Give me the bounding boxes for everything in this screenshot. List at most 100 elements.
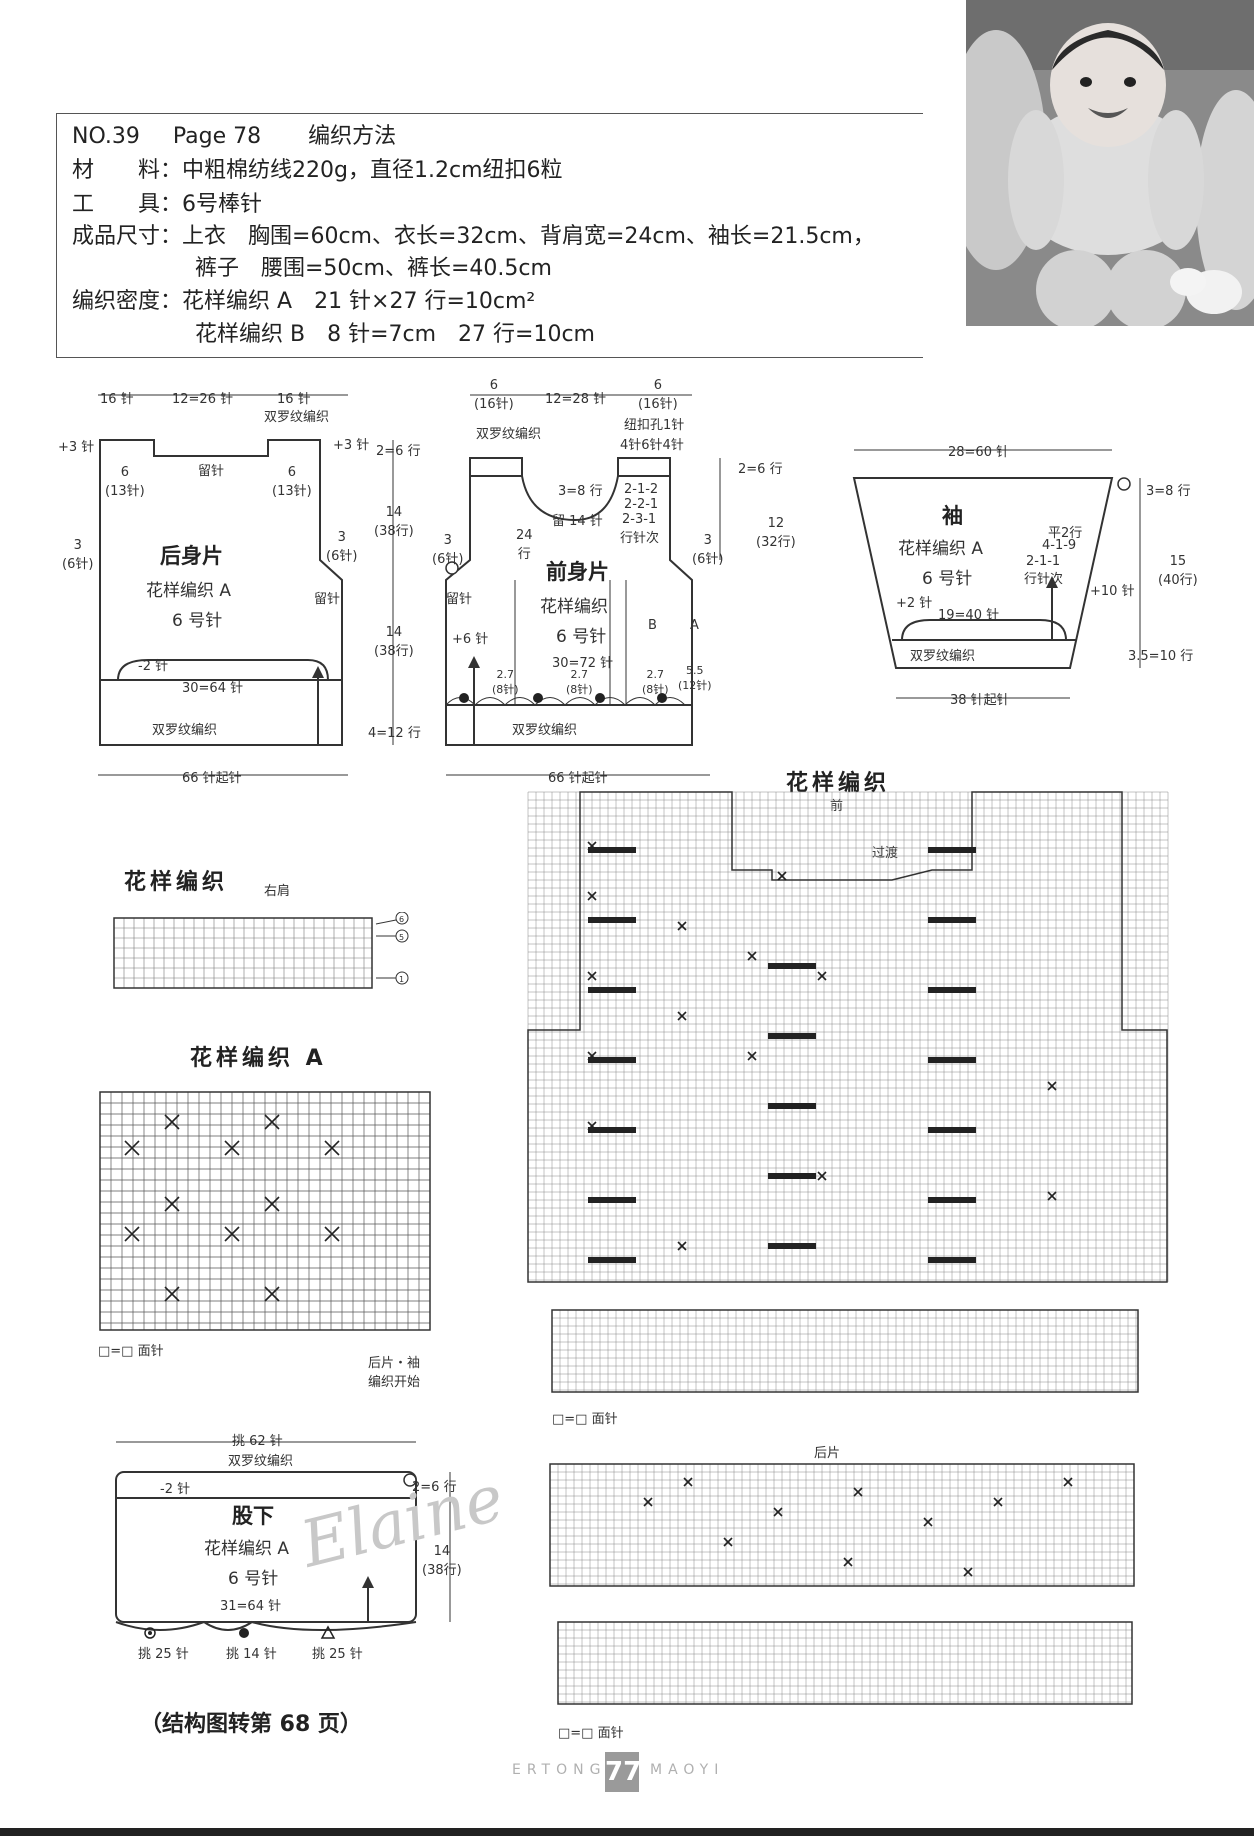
cable-symbol	[588, 1127, 636, 1133]
front-two-six: 2=6 行	[738, 462, 783, 477]
sleeve-top: 28=60 针	[948, 445, 1010, 460]
page-number: 77	[605, 1752, 641, 1792]
cross-stitch-symbol	[747, 1051, 757, 1061]
pattern-a-chart-title: 花样编织 A	[190, 1046, 327, 1071]
sleeve-dec2: 2-1-1	[1026, 554, 1061, 569]
main-rib-chart	[551, 1309, 1139, 1393]
back-title: 后身片	[160, 544, 223, 568]
cable-symbol	[928, 987, 976, 993]
header-title-line: NO.39 Page 78 编织方法	[72, 118, 396, 150]
back-rib-bottom: 双罗纹编织	[152, 723, 218, 738]
back-hold-top: 留针	[198, 464, 225, 479]
back-height-14b: 14 (38行)	[374, 625, 414, 659]
cable-symbol	[588, 987, 636, 993]
size-line: 成品尺寸：上衣 胸围=60cm、衣长=32cm、背肩宽=24cm、袖长=21.5…	[72, 218, 875, 250]
cable-symbol	[768, 1173, 816, 1179]
front-p1: 2.7 (8针)	[492, 668, 519, 696]
front-dec2: 2-2-1	[624, 497, 659, 512]
back-plus3-right: +3 针	[333, 438, 370, 453]
front-needle: 6 号针	[556, 627, 607, 647]
front-h24: 24 行	[516, 528, 533, 562]
header-box	[56, 113, 923, 358]
front-rib-top: 双罗纹编织	[476, 427, 542, 442]
back-chart-label: 后片	[814, 1446, 841, 1461]
cable-symbol	[588, 1197, 636, 1203]
crotch-width31: 31=64 针	[220, 1599, 282, 1614]
cross-stitch-symbol	[587, 971, 597, 981]
size-pants-value: 裤子 腰围=50cm、裤长=40.5cm	[195, 256, 552, 281]
crotch-pattern: 花样编织 A	[204, 1539, 290, 1559]
tools-line: 工 具：6号棒针	[72, 186, 262, 218]
sleeve-flat2: 平2行	[1048, 526, 1083, 541]
back-piece-diagram	[98, 394, 394, 776]
front-top-mid: 12=28 针	[545, 392, 607, 407]
cable-symbol	[928, 917, 976, 923]
back-top-mid: 12=26 针	[172, 392, 234, 407]
back-plus3-left: +3 针	[58, 440, 95, 455]
crotch-minus2: -2 针	[160, 1482, 191, 1497]
front-buttonhole: 纽扣孔1针	[624, 418, 685, 433]
tools-value: 6号棒针	[182, 192, 263, 217]
cross-stitch-symbol	[993, 1497, 1003, 1507]
back-hold-side: 留针	[314, 592, 341, 607]
sleeve-pattern: 花样编织 A	[898, 539, 984, 559]
gauge-b-value: 花样编织 B 8 针=7cm 27 行=10cm	[195, 322, 595, 347]
right-shoulder-chart-sub: 右肩	[264, 884, 291, 899]
right-shoulder-chart-title: 花样编织	[124, 870, 229, 895]
footer-left-word: ERTONG	[512, 1762, 607, 1778]
crotch-two-six: 2=6 行	[412, 1480, 457, 1495]
cable-symbol	[928, 1057, 976, 1063]
back-two-six: 2=6 行	[376, 444, 421, 459]
baby-photo	[966, 0, 1254, 326]
front-three-eight: 3=8 行	[558, 484, 603, 499]
cross-stitch-symbol	[777, 871, 787, 881]
cross-stitch-symbol	[1047, 1081, 1057, 1091]
cross-stitch-symbol	[324, 1226, 340, 1242]
cable-symbol	[928, 1197, 976, 1203]
gauge-a-value: 花样编织 A 21 针×27 行=10cm²	[182, 289, 536, 314]
cross-stitch-symbol	[643, 1497, 653, 1507]
back-shoulder-left: 6 (13针)	[105, 465, 145, 499]
method-title: 编织方法	[308, 124, 397, 149]
page-ref: Page 78	[172, 124, 262, 149]
front-piece-diagram	[445, 394, 721, 776]
front-width30: 30=72 针	[552, 656, 614, 671]
main-chart-legend: □=□ 面针	[552, 1412, 618, 1427]
cross-stitch-symbol	[164, 1286, 180, 1302]
front-side-left: 3 (6针)	[432, 533, 464, 567]
tools-label: 工 具	[72, 192, 161, 217]
sleeve-dec1: 4-1-9	[1042, 538, 1077, 553]
front-dec3: 2-3-1	[622, 512, 657, 527]
cross-stitch-symbol	[264, 1196, 280, 1212]
sleeve-needle: 6 号针	[922, 569, 973, 589]
sleeve-rib: 双罗纹编织	[910, 649, 976, 664]
back-chart	[549, 1463, 1135, 1587]
sleeve-title: 袖	[942, 504, 963, 528]
cross-stitch-symbol	[923, 1517, 933, 1527]
front-dec4: 行针次	[620, 531, 660, 546]
crotch-needle: 6 号针	[228, 1569, 279, 1589]
front-top-right: 6 (16针)	[638, 378, 678, 412]
pattern-a-chart	[99, 1091, 431, 1331]
back-shoulder-right: 6 (13针)	[272, 465, 312, 499]
pattern-a-legend: □=□ 面针	[98, 1344, 164, 1359]
cross-stitch-symbol	[264, 1114, 280, 1130]
front-p4: 5.5 (12针)	[678, 664, 712, 692]
cross-stitch-symbol	[1063, 1477, 1073, 1487]
cross-stitch-symbol	[683, 1477, 693, 1487]
cable-symbol	[588, 917, 636, 923]
crotch-diagram	[115, 1441, 451, 1631]
back-cast-on: 66 针起针	[182, 771, 242, 786]
back-rib-chart	[557, 1621, 1133, 1705]
cable-symbol	[768, 1243, 816, 1249]
front-rib-bottom: 双罗纹编织	[512, 723, 578, 738]
cable-symbol	[928, 847, 976, 853]
crotch-rib: 双罗纹编织	[228, 1454, 294, 1469]
back-height-14a: 14 (38行)	[374, 505, 414, 539]
materials-value: 中粗棉纺线220g，直径1.2cm纽扣6粒	[182, 158, 563, 183]
sleeve-diagram	[852, 449, 1141, 699]
crotch-pick3: 挑 25 针	[312, 1647, 363, 1662]
materials-line: 材 料：中粗棉纺线220g，直径1.2cm纽扣6粒	[72, 152, 563, 184]
back-top-left: 16 针	[100, 392, 134, 407]
cross-stitch-symbol	[124, 1226, 140, 1242]
